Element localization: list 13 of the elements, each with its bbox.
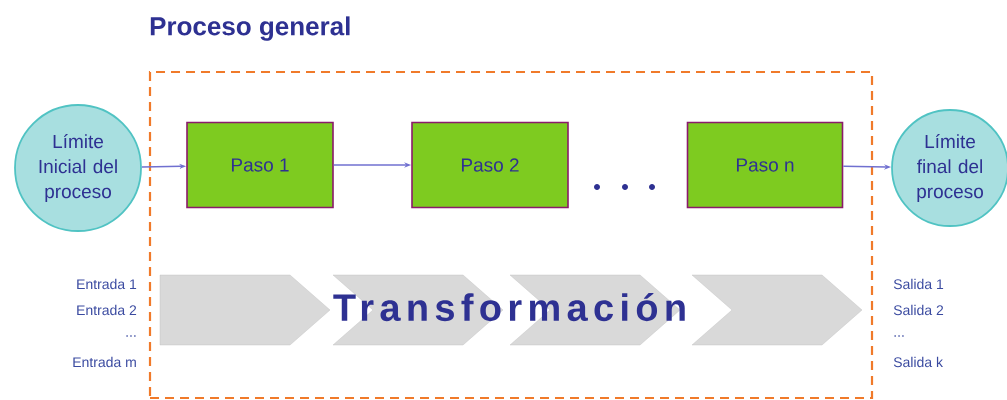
step-box: Paso 1 xyxy=(186,121,334,209)
output-label: ... xyxy=(894,335,904,337)
output-label: Salida 2 xyxy=(893,304,944,316)
node-label: Proceso general xyxy=(150,16,350,41)
input-label: Entrada m xyxy=(73,356,136,368)
output-label: Salida 1 xyxy=(893,278,944,290)
input-label: Entrada 2 xyxy=(77,304,137,316)
input-label: Entrada 1 xyxy=(77,278,137,290)
band-title: Transformación xyxy=(333,292,685,322)
step-box: Paso 2 xyxy=(411,121,569,209)
step-box: Paso n xyxy=(686,121,844,209)
output-label: Salida k xyxy=(893,356,943,368)
input-label: ... xyxy=(126,335,136,337)
